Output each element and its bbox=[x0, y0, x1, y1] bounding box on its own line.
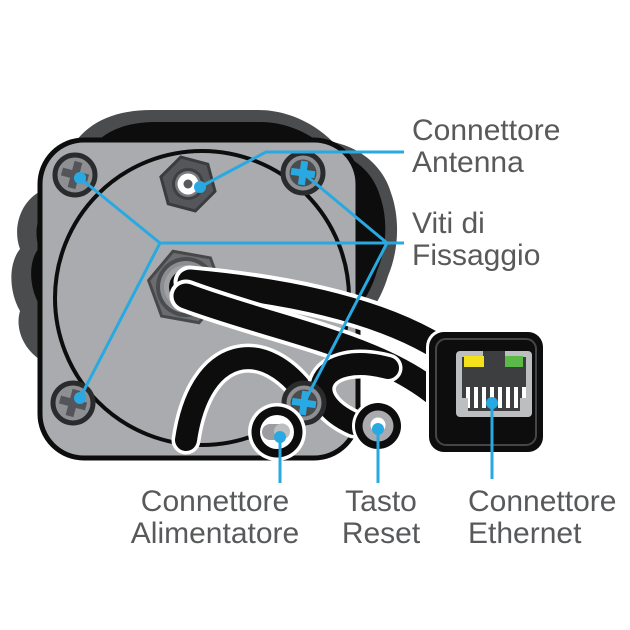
rj45-step-left bbox=[462, 398, 468, 411]
rj45-pin bbox=[474, 387, 478, 408]
rj45-pin bbox=[482, 387, 486, 408]
leader-dot-power bbox=[274, 431, 286, 443]
led-green bbox=[505, 356, 523, 367]
label-line: Alimentatore bbox=[130, 517, 300, 550]
leader-line-screw-bottom-left bbox=[78, 242, 162, 399]
leader-dot-screw-top-left bbox=[74, 172, 86, 184]
leader-dot-reset bbox=[372, 423, 384, 435]
leader-line-antenna bbox=[199, 150, 404, 189]
label-line: Connettore bbox=[140, 485, 290, 518]
label-line: Viti di bbox=[412, 207, 485, 240]
rj45-step-right bbox=[520, 398, 526, 411]
rj45-pin bbox=[522, 387, 526, 408]
label-line: Fissaggio bbox=[412, 239, 541, 272]
label-reset-button: Tasto Reset bbox=[322, 486, 440, 550]
label-line: Ethernet bbox=[468, 517, 582, 550]
led-yellow bbox=[464, 356, 484, 367]
leader-line-screw-bottom-right bbox=[302, 242, 389, 404]
ethernet-connector bbox=[426, 329, 546, 455]
label-antenna-connector: Connettore Antenna bbox=[412, 115, 560, 179]
ethernet-body-edge bbox=[435, 338, 537, 446]
rj45-pin bbox=[466, 387, 470, 408]
label-line: Reset bbox=[341, 517, 421, 550]
leader-lines bbox=[74, 150, 498, 483]
cable-to-ethernet-lower bbox=[173, 283, 461, 418]
screw-bottom-left bbox=[50, 380, 96, 426]
antenna-pin bbox=[183, 179, 193, 189]
rj45-pin bbox=[498, 387, 502, 408]
label-line: Connettore bbox=[468, 485, 617, 518]
label-power-connector: Connettore Alimentatore bbox=[60, 486, 370, 550]
label-line: Antenna bbox=[412, 146, 524, 179]
leader-dot-screw-bottom-left bbox=[74, 392, 86, 404]
rj45-pin bbox=[514, 387, 518, 408]
leader-dot-antenna bbox=[194, 181, 206, 193]
cable-power-loop bbox=[175, 347, 319, 451]
rj45-pin bbox=[506, 387, 510, 408]
label-ethernet-connector: Connettore Ethernet bbox=[468, 486, 616, 550]
cable-reset-loop bbox=[310, 353, 399, 435]
antenna-connector bbox=[159, 155, 217, 213]
label-line: Tasto bbox=[345, 485, 417, 518]
label-line: Connettore bbox=[412, 114, 561, 147]
rj45-clip-slot bbox=[483, 351, 505, 378]
label-fixing-screws: Viti di Fissaggio bbox=[412, 208, 540, 272]
leader-dot-ethernet bbox=[486, 397, 498, 409]
leader-line-screw-top-left bbox=[79, 176, 161, 245]
leader-line-screw-top-right bbox=[302, 171, 388, 245]
